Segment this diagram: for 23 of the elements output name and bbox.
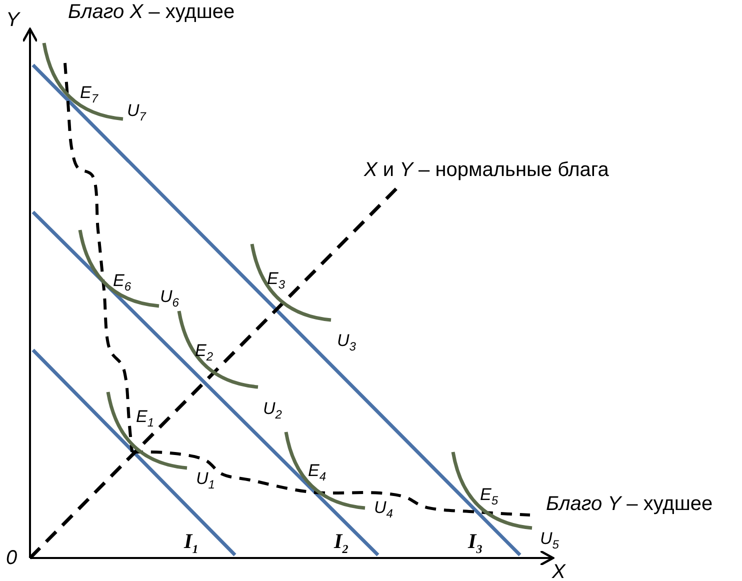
curve-label: U$_{4}$ [374,499,393,520]
curve-label: E$_{2}$ [195,342,214,362]
curve-label: E$_{3}$ [267,270,286,290]
budget-line-label: I$_{3}$ [468,531,482,556]
budget-line-label: I$_{1}$ [184,531,198,556]
curve-label: U$_{5}$ [540,530,559,550]
curve-label: U$_{3}$ [337,332,356,352]
curve-label: U$_{1}$ [196,470,215,490]
curve-label: U$_{2}$ [263,400,282,420]
budget-line-label: I$_{2}$ [334,531,348,556]
axis-label: Y [6,10,20,30]
annotation: Благо Y – худшее [546,494,713,514]
axis-label: 0 [6,548,18,568]
curve-label: E$_{1}$ [136,408,154,428]
curve-label: U$_{7}$ [127,102,146,122]
curve-label: E$_{6}$ [113,272,132,292]
curve-label: E$_{5}$ [480,486,498,506]
annotation: Благо X – худшее [68,2,235,22]
curve-label: E$_{4}$ [308,462,326,482]
curve-label: U$_{6}$ [160,288,179,308]
curve-label: E$_{7}$ [80,84,98,104]
annotation: X и Y – нормальные блага [364,160,609,180]
axis-label: X [552,562,566,581]
